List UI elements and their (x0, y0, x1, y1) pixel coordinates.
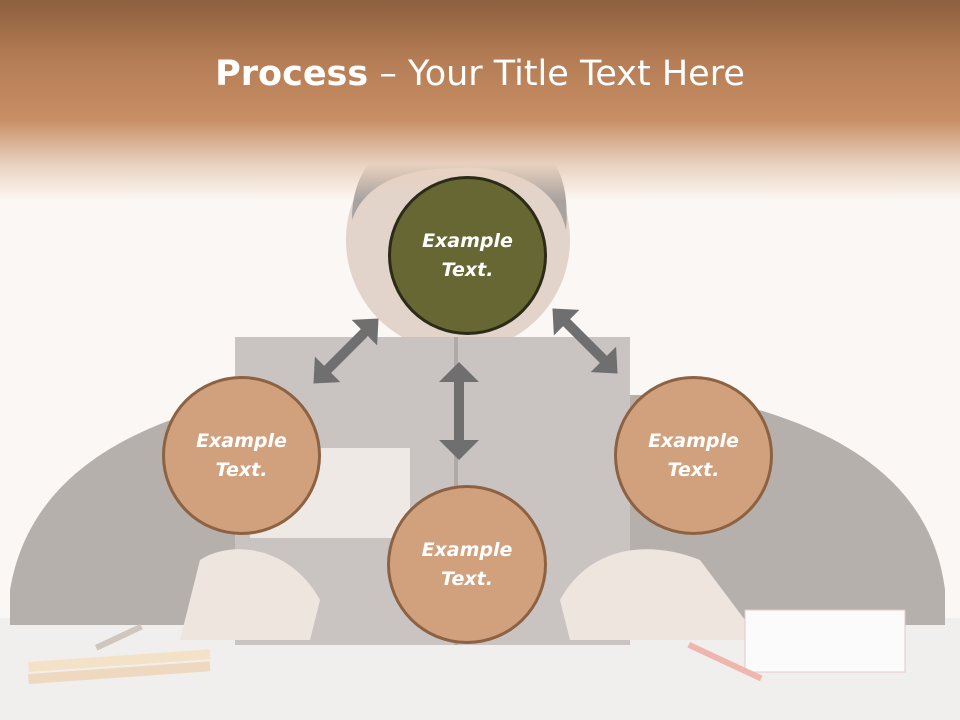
node-left-text: Example Text. (196, 429, 287, 481)
node-bottom: Example Text. (387, 485, 547, 644)
arrow-top-right (552, 308, 618, 374)
title-rest: – Your Title Text Here (368, 54, 745, 94)
node-right: Example Text. (614, 376, 773, 535)
page-title: Process – Your Title Text Here (0, 50, 960, 98)
arrows (313, 308, 618, 460)
node-top: Example Text. (388, 176, 547, 335)
arrow-vertical (439, 362, 479, 460)
title-bold: Process (215, 54, 369, 94)
node-right-text: Example Text. (648, 429, 739, 481)
header-band (0, 0, 960, 200)
node-top-text: Example Text. (422, 229, 513, 281)
node-left: Example Text. (162, 376, 321, 535)
arrow-top-left (313, 318, 379, 384)
node-bottom-text: Example Text. (421, 538, 513, 590)
